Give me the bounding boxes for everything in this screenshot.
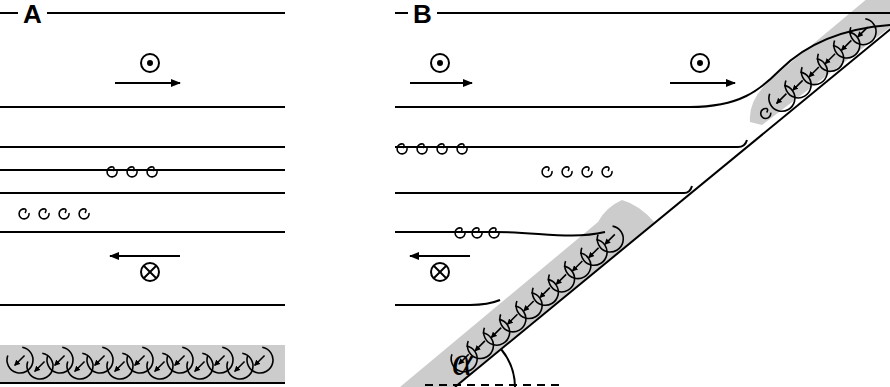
eddy (59, 209, 69, 219)
eddy (75, 361, 85, 371)
panel-a-lines (0, 13, 285, 305)
eddy (858, 27, 868, 37)
bottom-wall (0, 382, 285, 384)
eddy (417, 144, 427, 154)
eddy (777, 94, 787, 104)
eddy (135, 355, 145, 365)
eddies (7, 19, 876, 379)
eddy (491, 328, 501, 338)
eddy (19, 209, 29, 219)
eddy (7, 347, 33, 373)
eddy (500, 306, 526, 332)
eddy (207, 347, 233, 373)
eddy (761, 108, 771, 118)
eddy (79, 209, 89, 219)
eddy (175, 355, 185, 365)
eddy (195, 361, 205, 371)
eddy (475, 341, 485, 351)
eddy (255, 355, 265, 365)
eddy (809, 67, 819, 77)
eddy (842, 40, 852, 50)
eddy (107, 167, 117, 177)
eddy (47, 347, 73, 373)
eddy (489, 228, 499, 238)
eddy (472, 228, 482, 238)
eddy (457, 144, 467, 154)
eddy (455, 228, 465, 238)
eddy (769, 85, 795, 111)
eddy (605, 234, 615, 244)
eddy (581, 239, 607, 265)
eddy (556, 274, 566, 284)
flow-symbols (110, 54, 735, 281)
eddy (582, 167, 592, 177)
eddy (818, 45, 844, 71)
eddy (215, 355, 225, 365)
panel-label: B (408, 1, 437, 27)
horizontal-reference (425, 384, 560, 386)
eddy (597, 226, 623, 252)
eddy (573, 261, 583, 271)
eddy (801, 59, 827, 85)
eddy (785, 72, 811, 98)
boundary-layer-band (750, 0, 890, 125)
boundary-layer-band (400, 200, 655, 387)
panel-label: A (18, 1, 47, 27)
eddy (589, 248, 599, 258)
eddy (127, 347, 153, 373)
eddy (565, 253, 591, 279)
eddy (484, 319, 510, 345)
angle-arc (501, 349, 515, 387)
eddy (55, 355, 65, 365)
eddy (95, 355, 105, 365)
eddy (247, 347, 273, 373)
angle-label: α (452, 342, 473, 382)
panel-b-lines (395, 0, 890, 387)
eddy (115, 361, 125, 371)
eddy (602, 167, 612, 177)
eddy (39, 209, 49, 219)
eddy (825, 54, 835, 64)
eddy (793, 80, 803, 90)
eddy (549, 266, 575, 292)
eddy (35, 361, 45, 371)
eddy (834, 32, 860, 58)
eddy (524, 301, 534, 311)
eddy (516, 293, 542, 319)
eddy (167, 347, 193, 373)
eddy (532, 279, 558, 305)
eddy (127, 167, 137, 177)
boundary-layer-band (0, 345, 285, 383)
eddy (562, 167, 572, 177)
eddy (147, 167, 157, 177)
eddy (15, 355, 25, 365)
eddy (235, 361, 245, 371)
eddy (155, 361, 165, 371)
eddy (542, 167, 552, 177)
eddy (850, 19, 876, 45)
eddy (397, 144, 407, 154)
eddy (540, 288, 550, 298)
eddy (87, 347, 113, 373)
eddy (508, 314, 518, 324)
eddy (437, 144, 447, 154)
